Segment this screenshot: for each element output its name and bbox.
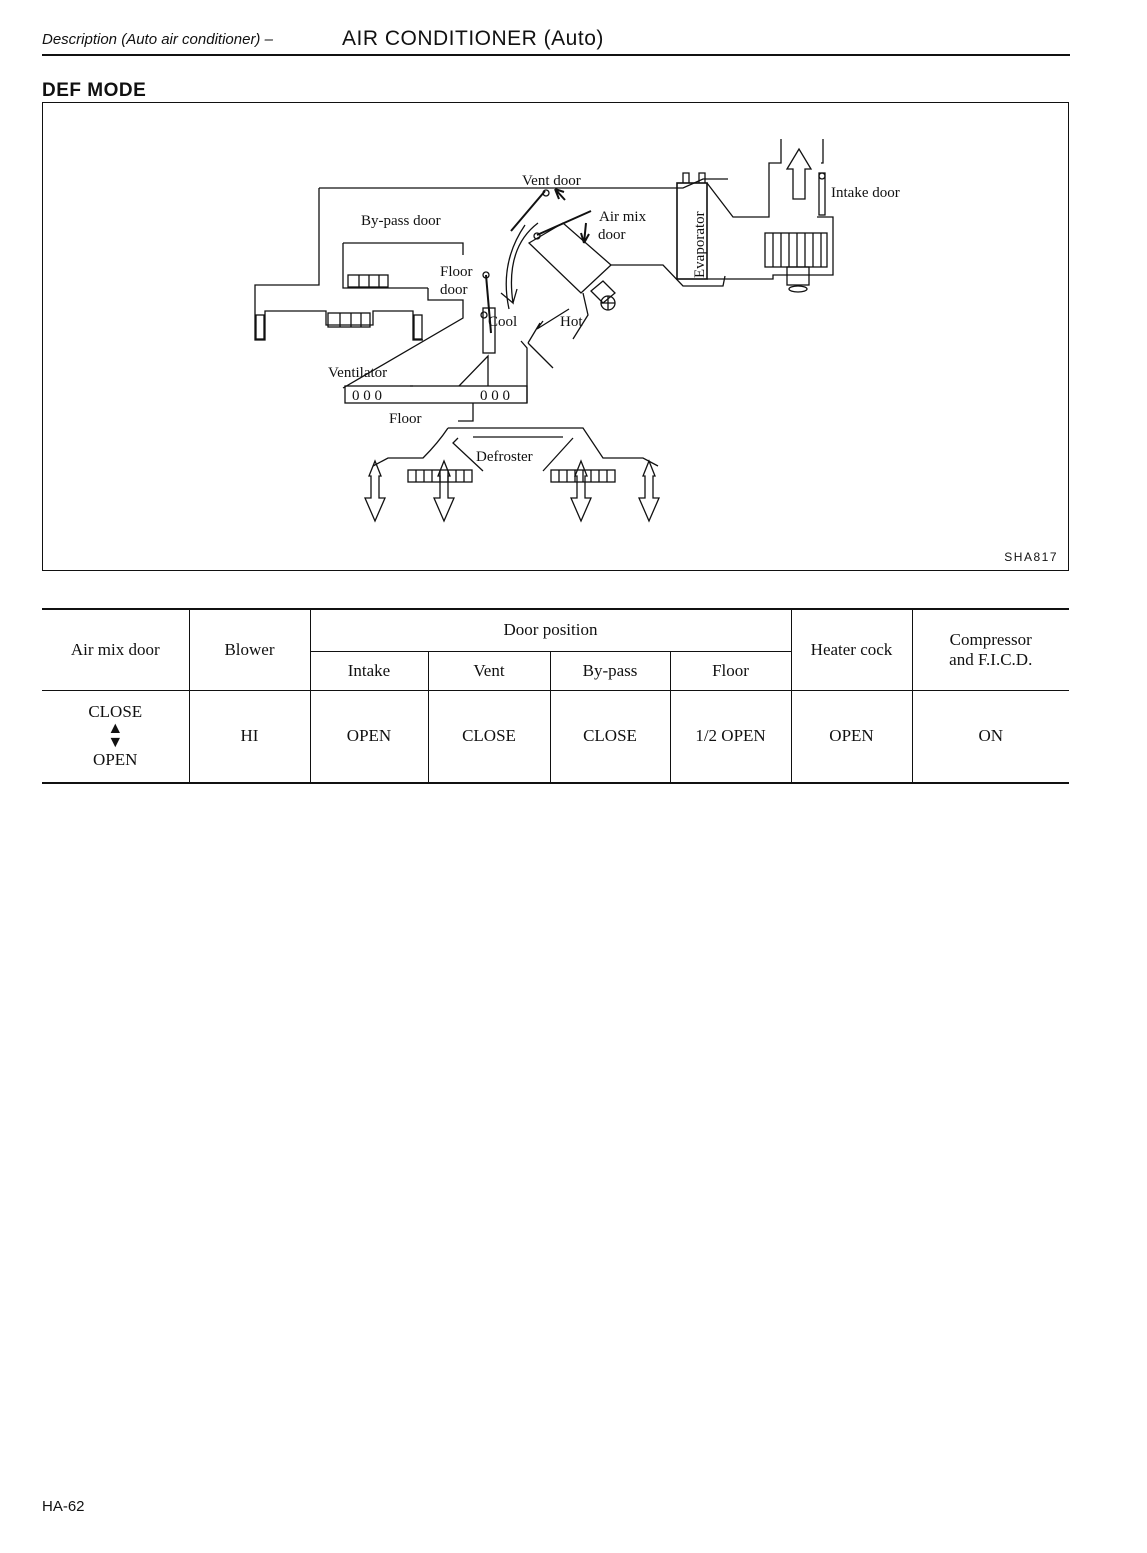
header-vent: Vent — [427, 650, 551, 691]
label-bypass-door: By-pass door — [361, 213, 441, 229]
header-compressor-line1: Compressor — [949, 629, 1032, 649]
diagram-drawing: Vent door Intake door By-pass door Air m… — [254, 139, 900, 523]
cell-compressor: ON — [911, 689, 1069, 784]
cell-vent: CLOSE — [427, 689, 551, 784]
header-door-position: Door position — [309, 608, 792, 652]
label-defroster: Defroster — [476, 449, 533, 465]
header-compressor: Compressor and F.I.C.D. — [911, 608, 1069, 691]
header-heater-cock: Heater cock — [790, 608, 913, 691]
header-intake: Intake — [310, 650, 429, 691]
label-floor: Floor — [389, 411, 422, 427]
cell-air-mix-door: CLOSE ▲▼ OPEN — [42, 689, 190, 784]
label-hot: Hot — [560, 314, 583, 330]
label-intake-door: Intake door — [831, 185, 900, 201]
label-vent-grille-left: 0 0 0 — [352, 388, 382, 404]
header-floor: Floor — [669, 650, 791, 691]
up-down-arrow-icon: ▲▼ — [107, 720, 124, 752]
door-position-table: Air mix door Blower Door position Heater… — [42, 608, 1069, 784]
cell-floor: 1/2 OPEN — [669, 689, 792, 784]
label-air-mix-door-2: door — [598, 227, 626, 243]
label-floor-door-1: Floor — [440, 264, 473, 280]
label-cool: Cool — [488, 314, 517, 330]
label-air-mix-door-1: Air mix — [599, 209, 647, 225]
label-evaporator: Evaporator — [692, 211, 708, 278]
header-bypass: By-pass — [549, 650, 671, 691]
cell-heater-cock: OPEN — [790, 689, 913, 784]
header-blower: Blower — [188, 608, 311, 691]
air-mix-open: OPEN — [93, 750, 138, 770]
label-floor-door-2: door — [440, 282, 468, 298]
page-number: HA-62 — [42, 1498, 85, 1515]
cell-intake: OPEN — [309, 689, 429, 784]
header-compressor-line2: and F.I.C.D. — [949, 649, 1033, 669]
page-header: Description (Auto air conditioner) – AIR… — [42, 24, 1070, 56]
label-vent-door: Vent door — [522, 173, 581, 189]
airflow-diagram: Vent door Intake door By-pass door Air m… — [42, 102, 1069, 571]
label-vent-grille-right: 0 0 0 — [480, 388, 510, 404]
cell-blower: HI — [188, 689, 311, 784]
figure-id: SHA817 — [1004, 550, 1058, 564]
section-label: Description (Auto air conditioner) – — [42, 31, 273, 48]
page-title: AIR CONDITIONER (Auto) — [342, 27, 604, 50]
label-ventilator: Ventilator — [328, 365, 387, 381]
header-air-mix-door: Air mix door — [42, 608, 190, 691]
mode-title: DEF MODE — [42, 80, 147, 101]
cell-bypass: CLOSE — [549, 689, 671, 784]
air-mix-close: CLOSE — [88, 702, 143, 722]
